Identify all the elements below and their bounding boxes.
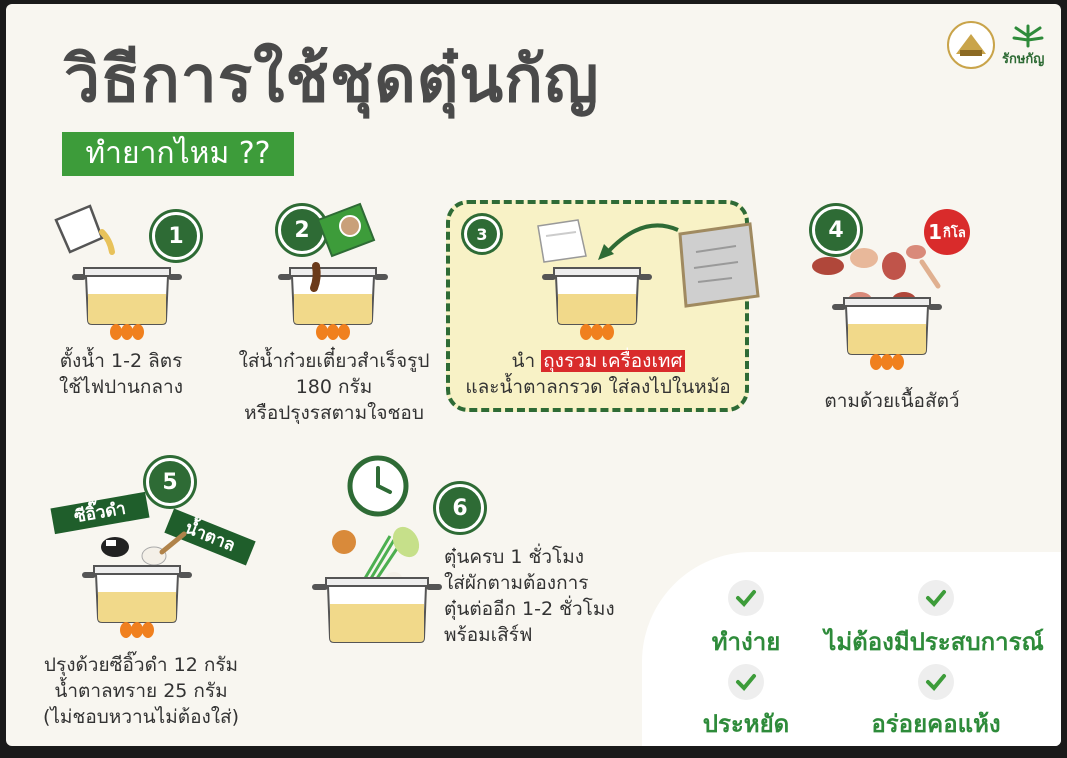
step-6-number: 6 [436, 484, 484, 532]
benefits-panel [642, 552, 1061, 746]
pot-icon [832, 297, 942, 370]
page-title: วิธีการใช้ชุดตุ๋นกัญ [64, 43, 600, 117]
step-4-number: 4 [812, 206, 860, 254]
benefit-delicious: อร่อยคอแห้ง [871, 710, 1001, 738]
check-icon [728, 580, 764, 616]
small-bag-icon [537, 219, 587, 263]
clock-icon [347, 455, 409, 517]
step-3-number: 3 [464, 216, 500, 252]
vegetables-icon [332, 526, 420, 584]
measuring-cup-icon [54, 204, 115, 255]
brand-logo-text: รักษกัญ [1002, 52, 1045, 67]
check-icon [728, 664, 764, 700]
step-1-caption: ตั้งน้ำ 1-2 ลิตรใช้ไฟปานกลาง [59, 350, 183, 398]
check-icon [918, 580, 954, 616]
soy-sauce-icon [101, 537, 129, 557]
infographic-card: วิธีการใช้ชุดตุ๋นกัญ ทำยากไหม ?? รักษกัญ… [6, 4, 1061, 746]
ribbon-soy-sauce: ซีอิ๊วดำ [50, 491, 150, 535]
cannabis-leaf-icon [1012, 24, 1044, 48]
step-4-caption: ตามด้วยเนื้อสัตว์ [824, 390, 960, 412]
pot-icon [542, 267, 652, 340]
subtitle-banner: ทำยากไหม ?? [62, 132, 294, 176]
sugar-spoon-icon [141, 531, 187, 566]
benefit-easy: ทำง่าย [711, 628, 781, 656]
step-1-number: 1 [152, 212, 200, 260]
step-5-number: 5 [146, 458, 194, 506]
pot-icon [278, 262, 388, 340]
step-3-caption: นำ ถุงรวมเครื่องเทศ และน้ำตาลกรวด ใส่ลงไ… [465, 350, 731, 398]
benefit-economical: ประหยัด [702, 710, 790, 738]
pot-icon [72, 267, 182, 340]
spice-bag-icon [678, 222, 760, 308]
step-6-caption: ตุ๋นครบ 1 ชั่วโมงใส่ผักตามต้องการตุ๋นต่อ… [444, 546, 615, 646]
pot-icon [312, 577, 442, 643]
temple-logo-icon [947, 21, 995, 69]
curved-arrow-icon [598, 223, 679, 260]
soup-packet-icon [316, 202, 376, 258]
check-icon [918, 664, 954, 700]
step-5-caption: ปรุงด้วยซีอิ๊วดำ 12 กรัมน้ำตาลทราย 25 กร… [42, 654, 240, 728]
benefit-no-experience: ไม่ต้องมีประสบการณ์ [824, 628, 1044, 656]
pot-icon [82, 565, 192, 638]
